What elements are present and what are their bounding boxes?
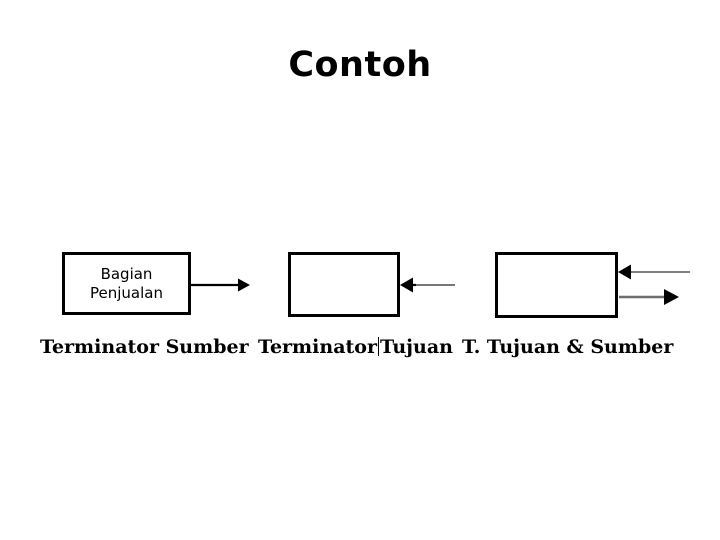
caption-terminator-tujuan-part-1: Terminator (258, 336, 377, 358)
text-caret (377, 337, 379, 356)
terminator-tujuan-sumber-box[interactable] (495, 252, 618, 318)
terminator-tujuan-sumber-box-text (498, 255, 615, 315)
terminator-sumber-line-2: Penjualan (90, 283, 163, 302)
terminator-tujuan-box-text (291, 255, 397, 314)
caption-terminator-tujuan-sumber: T. Tujuan & Sumber (462, 336, 674, 358)
caption-terminator-tujuan-part-2: Tujuan (379, 336, 453, 358)
arrow-in-tujuan-right (400, 277, 455, 293)
page-title: Contoh (288, 45, 432, 85)
terminator-sumber-box[interactable]: Bagian Penjualan (62, 252, 191, 315)
arrow-out-sumber-right (191, 278, 250, 292)
arrow-in-both-upper-right (618, 264, 690, 280)
arrow-out-both-lower-right (619, 289, 679, 305)
terminator-sumber-box-text: Bagian Penjualan (65, 255, 188, 312)
terminator-sumber-line-1: Bagian (100, 264, 153, 283)
terminator-tujuan-box[interactable] (288, 252, 400, 317)
caption-terminator-sumber: Terminator Sumber (40, 336, 249, 358)
